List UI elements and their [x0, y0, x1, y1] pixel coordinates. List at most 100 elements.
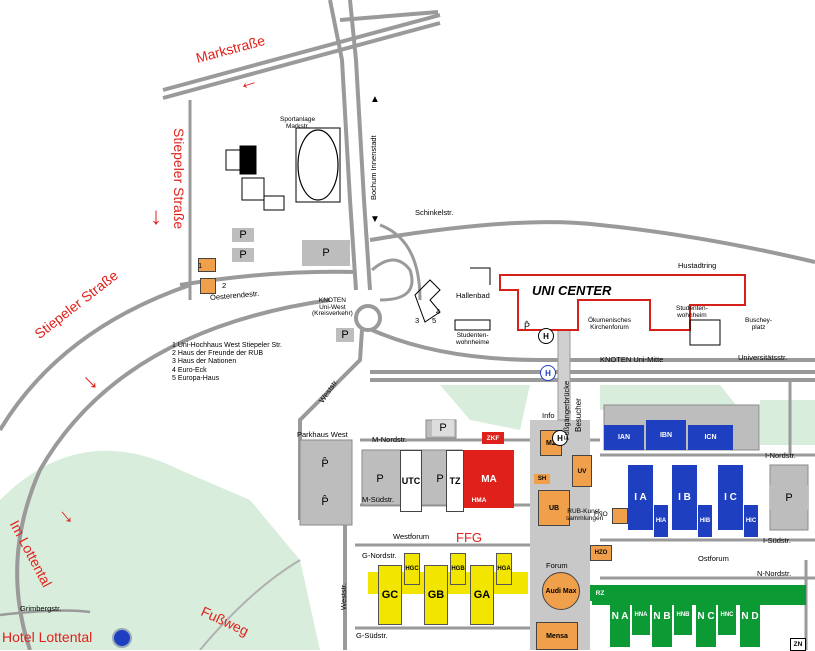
label-universitaetsstr: Universitätsstr.: [738, 353, 788, 362]
label-fno: FNO: [594, 511, 608, 518]
building-ibn: IBN: [646, 420, 686, 450]
label-g-suedstr: G-Südstr.: [356, 631, 388, 640]
building-hic: HIC: [744, 505, 758, 537]
label-studentenwohnheim: Studenten- wohnheim: [676, 305, 708, 319]
parking-1: P: [232, 228, 254, 242]
label-bochum-innenstadt: Bochum Innenstadt: [369, 135, 378, 200]
building-sh: SH: [534, 474, 550, 484]
label-westforum: Westforum: [393, 532, 430, 541]
legend-item: 1 Uni-Hochhaus West Stiepeler Str.: [172, 342, 282, 349]
building-hgc: HGC: [404, 553, 420, 585]
label-m-nordstr: M-Nordstr.: [372, 435, 408, 444]
green-area-far-east: [760, 400, 815, 445]
label-sportanlage: Sportanlage Markstr.: [280, 116, 316, 130]
label-stiepeler-strasse-top: Stiepeler Straße: [171, 128, 187, 230]
heli-icon-center: H: [538, 328, 554, 344]
green-area-lottental: [0, 450, 320, 650]
building-rz: RZ: [590, 585, 610, 601]
label-grimbergstr: Grimbergstr.: [20, 604, 62, 613]
building-uv: UV: [572, 455, 592, 487]
sports-buildings: [225, 145, 285, 211]
parking-bus-center: P̂: [524, 321, 531, 331]
parking-east: P: [770, 485, 808, 510]
building-zkf: ZKF: [482, 432, 504, 444]
road-north-south: [328, 0, 358, 291]
label-studentenwohnheime: Studenten- wohnheime: [456, 332, 490, 346]
building-nd: N D: [740, 585, 760, 647]
housing-outlines: [414, 267, 721, 346]
sports-field: [295, 127, 341, 203]
building-hma: HMA: [466, 494, 492, 506]
label-knoten-uni-west: KNOTEN Uni-West (Kreisverkehr): [312, 297, 353, 317]
building-tz: TZ: [446, 450, 464, 512]
building-hia: HIA: [654, 505, 668, 537]
road-top-junction: [339, 10, 439, 22]
number-1: 1: [198, 261, 203, 270]
arrow-up-icon: ▲: [370, 94, 380, 105]
number-3: 3: [415, 316, 420, 325]
label-hustadtring: Hustadtring: [678, 261, 717, 270]
road-fussweg: [199, 559, 301, 650]
label-hotel-lottental: Hotel Lottental: [2, 629, 93, 645]
heli-icon-mz: H: [552, 430, 568, 446]
building-2: [200, 278, 216, 294]
label-knoten-uni-mitte: KNOTEN Uni-Mitte: [600, 355, 664, 364]
parking-knoten: P: [336, 328, 354, 342]
label-fussgaengerbruecke: Fußgängerbrücke: [562, 380, 571, 440]
road-knoten-uni-mitte: [371, 328, 815, 362]
label-m-suedstr: M-Südstr.: [362, 495, 395, 504]
building-hnb: HNB: [674, 595, 692, 635]
arrow-down-icon: ↓: [150, 203, 162, 230]
parking-m: P: [370, 470, 390, 488]
legend-item: 2 Haus der Freunde der RUB: [172, 350, 264, 358]
label-n-nordstr: N-Nordstr.: [757, 569, 792, 578]
building-nc: N C: [696, 585, 716, 647]
building-mensa: Mensa: [536, 622, 578, 650]
legend-item: 4 Euro-Eck: [172, 366, 207, 374]
label-forum: Forum: [546, 561, 568, 570]
number-5: 5: [432, 316, 437, 325]
label-ostforum: Ostforum: [698, 554, 729, 563]
label-i-suedstr: I-Südstr.: [763, 536, 791, 545]
parking-house-b: P̂: [310, 488, 340, 516]
building-1: [198, 258, 216, 272]
building-na: N A: [610, 585, 630, 647]
legend-item: 5 Europa-Haus: [172, 374, 220, 382]
building-fno-marker: [612, 508, 628, 524]
building-hgb: HGB: [450, 553, 466, 585]
legend-item: 3 Haus der Nationen: [172, 358, 237, 366]
label-parkhaus-west: Parkhaus West: [297, 430, 348, 439]
building-ian: IAN: [604, 425, 644, 450]
building-hna: HNA: [632, 595, 650, 635]
building-ub: UB: [538, 490, 570, 526]
parking-2: P: [232, 248, 254, 262]
label-schinkelstr: Schinkelstr.: [415, 208, 454, 217]
label-hallenbad: Hallenbad: [456, 291, 490, 300]
parking-house-a: P̂: [310, 450, 340, 478]
building-gc: GC: [378, 565, 402, 625]
building-utc: UTC: [400, 450, 422, 512]
green-area-east: [600, 385, 740, 410]
label-weststr-lower: Weststr.: [339, 583, 348, 610]
label-uni-center: UNI CENTER: [532, 283, 612, 298]
building-hga: HGA: [496, 553, 512, 585]
building-audimax: Audi Max: [542, 572, 580, 610]
label-i-nordstr: I-Nordstr.: [765, 451, 796, 460]
uni-center-outline: [499, 274, 746, 331]
number-4: 4: [436, 307, 441, 316]
hotel-marker-icon: [112, 628, 132, 648]
road-loop-2: [379, 223, 422, 301]
building-hzo: HZO: [590, 545, 612, 561]
label-g-nordstr: G-Nordstr.: [362, 551, 397, 560]
label-rub-kunstsammlungen: RUB-Kunst- sammlungen: [566, 508, 604, 522]
road-stiepeler-strasse-curve: [15, 298, 331, 650]
arrow-down-small-icon: ▼: [370, 214, 380, 225]
bus-stop-icon: H: [540, 365, 556, 381]
road-schinkelstr-hustadtring: [369, 220, 815, 264]
building-ib: I B: [672, 465, 697, 530]
building-ga: GA: [470, 565, 494, 625]
building-icn: ICN: [688, 425, 733, 450]
building-nb: N B: [652, 585, 672, 647]
building-zn: ZN: [790, 638, 806, 651]
parking-3: P: [302, 240, 350, 266]
